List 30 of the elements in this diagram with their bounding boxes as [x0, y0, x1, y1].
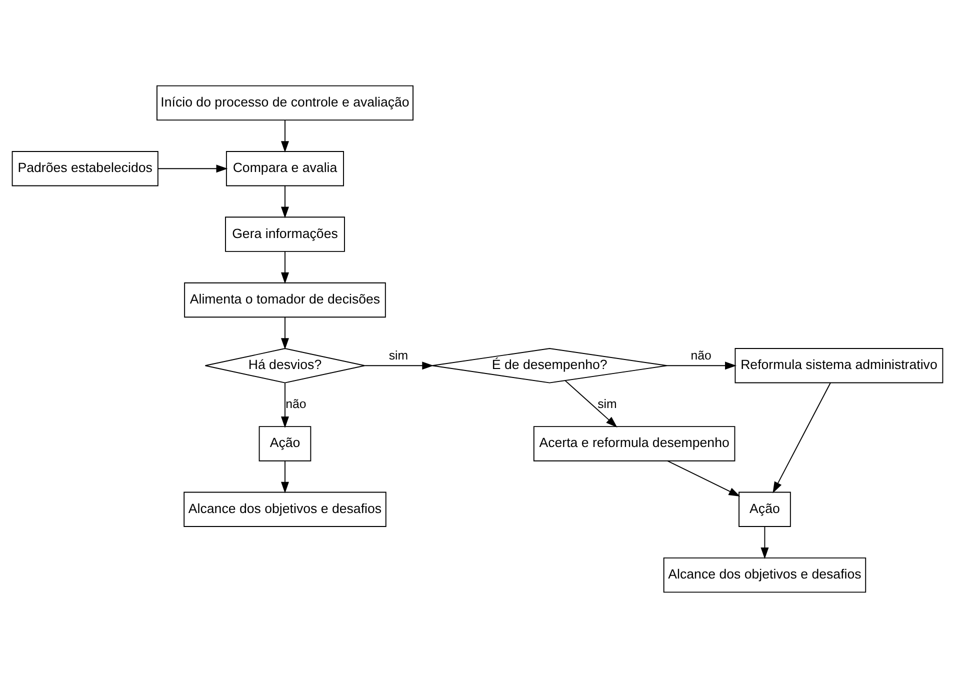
node-diamond: É de desempenho? — [432, 348, 668, 383]
arrow — [280, 316, 289, 350]
node-box: Ação — [738, 491, 791, 526]
node-box: Alcance dos objetivos e desafios — [184, 491, 386, 526]
arrow — [666, 361, 736, 370]
node-box: Reformula sistema administrativo — [734, 348, 944, 383]
arrow — [364, 361, 434, 370]
node-box: Alcance dos objetivos e desafios — [663, 556, 866, 592]
arrow — [667, 460, 740, 496]
node-box: Acerta e reformula desempenho — [533, 426, 736, 461]
arrow — [158, 164, 228, 172]
arrow — [280, 250, 289, 284]
arrow — [564, 380, 618, 427]
node-box: Início do processo de controle e avaliação — [156, 84, 414, 120]
arrow — [280, 460, 289, 493]
arrow — [772, 382, 831, 493]
edge-label: sim — [598, 396, 617, 410]
node-box: Padrões estabelecidos — [12, 150, 158, 186]
arrow — [760, 526, 769, 558]
node-box: Compara e avalia — [226, 150, 344, 186]
edge-label: sim — [388, 348, 408, 362]
node-box: Gera informações — [225, 216, 345, 252]
arrow — [280, 119, 289, 152]
node-box: Alimenta o tomador de decisões — [184, 282, 386, 318]
node-diamond: Há desvios? — [204, 348, 366, 383]
node-box: Ação — [258, 426, 312, 461]
arrow — [280, 185, 289, 218]
arrow — [280, 382, 289, 428]
edge-label: não — [690, 348, 712, 362]
edge-label: não — [286, 396, 306, 410]
